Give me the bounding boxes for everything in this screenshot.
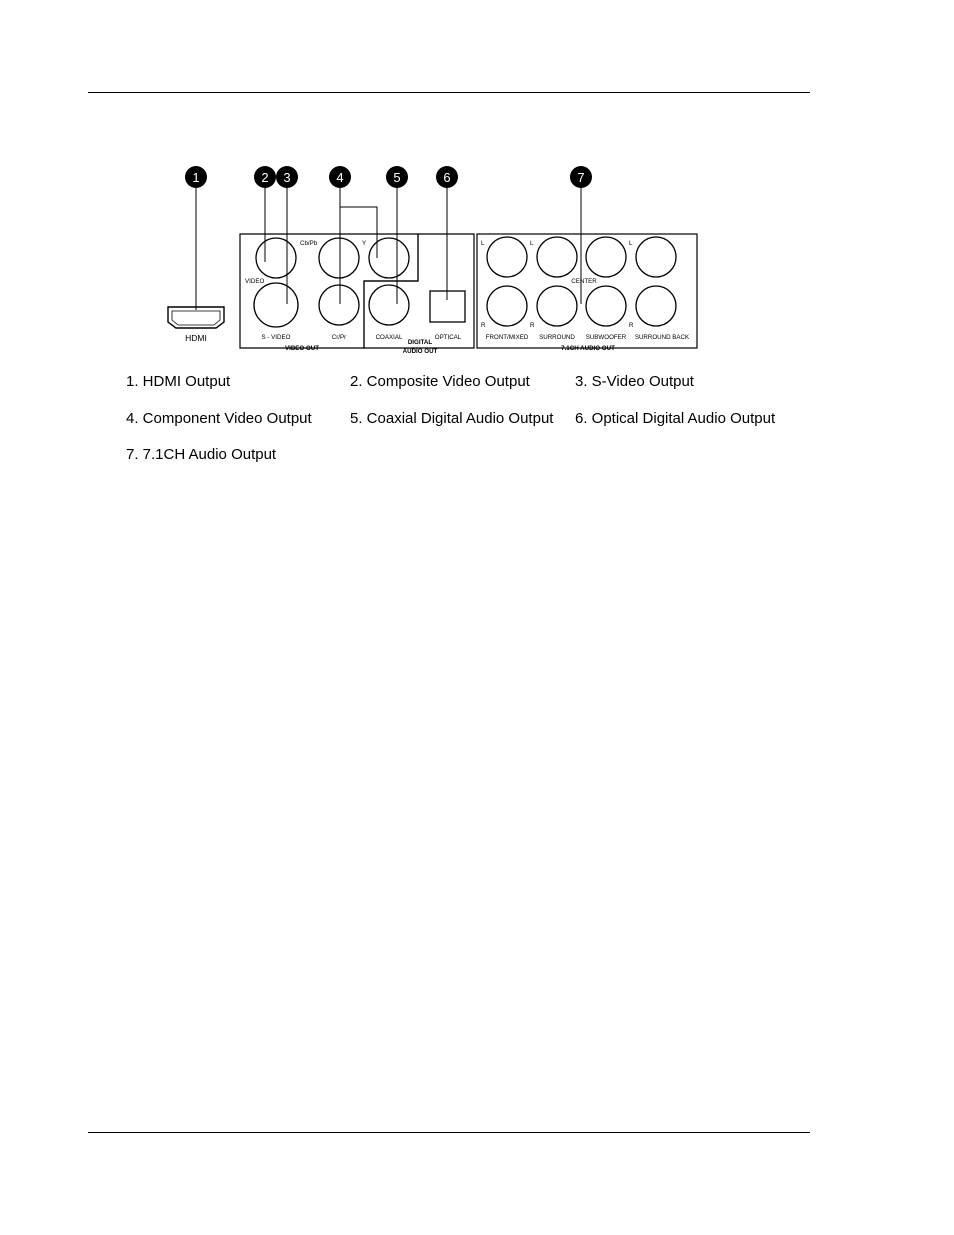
leader-lines [195, 188, 582, 310]
hdmi-port: HDMI [167, 306, 225, 343]
surround-back-left-label: L [629, 240, 633, 247]
callout-4: 4 [336, 170, 343, 185]
front-right-label: R [481, 322, 486, 329]
callout-1: 1 [192, 170, 199, 185]
video-out-label: VIDEO OUT [285, 345, 319, 352]
callout-2: 2 [261, 170, 268, 185]
legend-item-s-video-output: 3. S-Video Output [575, 373, 694, 390]
header-rule [88, 92, 810, 93]
optical-port [429, 290, 466, 323]
surround-left-label: L [530, 240, 534, 247]
callout-markers: 1 2 3 4 5 6 7 [185, 166, 592, 188]
legend-item-hdmi-output: 1. HDMI Output [126, 373, 231, 390]
front-mixed-label: FRONT/MIXED [486, 334, 529, 341]
callout-5: 5 [393, 170, 400, 185]
crpr-label: Cr/Pr [332, 334, 346, 341]
legend-item-71ch-audio-output: 7. 7.1CH Audio Output [126, 446, 277, 463]
legend-item-composite-video-output: 2. Composite Video Output [350, 373, 530, 390]
rear-panel-diagram: 1 2 3 4 5 6 7 HDMI VIDEO Cb/Pb Y S - VID… [167, 166, 698, 355]
surround-back-right-label: R [629, 322, 634, 329]
s-video-label: S - VIDEO [262, 334, 291, 341]
hdmi-label: HDMI [185, 333, 207, 343]
digital-audio-out-label-line2: AUDIO OUT [403, 348, 438, 355]
legend-item-optical-digital-audio-output: 6. Optical Digital Audio Output [575, 410, 776, 427]
audio-71-jacks [486, 236, 677, 327]
audio-71-out-label: 7.1CH AUDIO OUT [561, 345, 615, 352]
front-left-label: L [481, 240, 485, 247]
digital-audio-out-label-line1: DIGITAL [408, 339, 433, 346]
surround-label: SURROUND [539, 334, 575, 341]
surround-right-label: R [530, 322, 535, 329]
center-label: CENTER [571, 278, 597, 285]
callout-6: 6 [443, 170, 450, 185]
surround-back-label: SURROUND BACK [635, 334, 690, 341]
legend-item-coaxial-digital-audio-output: 5. Coaxial Digital Audio Output [350, 410, 554, 427]
video-label: VIDEO [245, 278, 264, 285]
video-out-jacks [253, 237, 410, 328]
subwoofer-label: SUBWOOFER [586, 334, 627, 341]
panel-outlines [239, 233, 698, 349]
legend-item-component-video-output: 4. Component Video Output [126, 410, 312, 427]
optical-label: OPTICAL [435, 334, 462, 341]
y-label: Y [362, 240, 366, 247]
callout-7: 7 [577, 170, 584, 185]
cbpb-label: Cb/Pb [300, 240, 318, 247]
callout-3: 3 [283, 170, 290, 185]
footer-rule [88, 1132, 810, 1133]
coaxial-label: COAXIAL [376, 334, 403, 341]
